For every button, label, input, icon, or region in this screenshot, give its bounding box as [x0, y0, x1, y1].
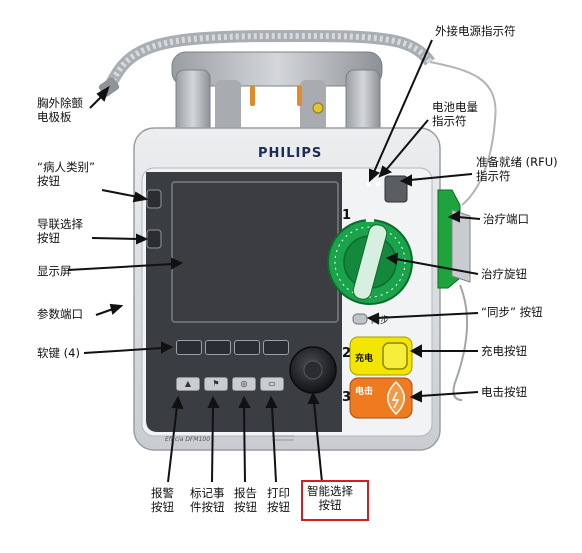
- label-report: 报告按钮: [234, 486, 257, 514]
- vent-lines: [272, 435, 294, 441]
- softkey-2[interactable]: [205, 340, 231, 355]
- sync-button[interactable]: [352, 313, 368, 325]
- report-icon: ◎: [240, 379, 248, 388]
- sync-label: 同步: [371, 316, 390, 326]
- label-battery: 电池电量指示符: [432, 100, 478, 128]
- label-display: 显示屏: [37, 264, 72, 278]
- ext-power-indicator: [367, 182, 371, 186]
- shock-label: 电击: [355, 387, 374, 397]
- step-2-number: 2: [342, 346, 352, 361]
- therapy-port: [437, 189, 471, 401]
- alarm-button[interactable]: ▲: [176, 377, 200, 391]
- label-event-mark: 标记事件按钮: [190, 486, 225, 514]
- charge-label: 充电: [355, 354, 374, 364]
- step-1-number: 1: [342, 208, 352, 223]
- alarm-icon: ▲: [184, 379, 192, 388]
- softkey-4[interactable]: [263, 340, 289, 355]
- label-shock-button: 电击按钮: [481, 385, 527, 399]
- model-name: Efficia DFM100: [165, 436, 211, 443]
- print-icon: ▭: [268, 379, 276, 388]
- softkey-1[interactable]: [176, 340, 202, 355]
- battery-indicator: [376, 182, 380, 186]
- label-smart-select: 智能选择按钮: [307, 484, 353, 512]
- display-screen: [171, 181, 339, 323]
- label-therapy-port: 治疗端口: [483, 212, 529, 226]
- cable-wire: [429, 61, 497, 206]
- callout-arrows: [67, 39, 481, 483]
- label-therapy-dial: 治疗旋钮: [481, 267, 527, 281]
- paddle-cable-coil: [104, 30, 435, 89]
- label-param-port: 参数端口: [37, 307, 83, 321]
- label-charge-button: 充电按钮: [481, 344, 527, 358]
- patient-category-button[interactable]: [146, 189, 162, 209]
- label-sync-button: “同步” 按钮: [481, 305, 543, 319]
- label-rfu: 准备就绪 (RFU)指示符: [476, 155, 558, 183]
- brand-logo-text: PHILIPS: [258, 146, 323, 161]
- label-alarm: 报警按钮: [151, 486, 174, 514]
- step-3-number: 3: [342, 390, 352, 405]
- rfu-indicator: [384, 175, 408, 203]
- highlight-box: [301, 480, 369, 521]
- label-paddles: 胸外除颤电极板: [37, 96, 83, 124]
- label-ext-power: 外接电源指示符: [435, 24, 516, 38]
- label-softkeys: 软键 (4): [37, 346, 80, 360]
- carry-handle: [171, 51, 383, 141]
- label-lead-select: 导联选择按钮: [37, 217, 83, 245]
- report-button[interactable]: ◎: [232, 377, 256, 391]
- event-mark-button[interactable]: ⚑: [204, 377, 228, 391]
- print-button[interactable]: ▭: [260, 377, 284, 391]
- label-patient-category: “病人类别”按钮: [37, 160, 95, 188]
- lead-select-button[interactable]: [146, 229, 162, 249]
- label-print: 打印按钮: [267, 486, 290, 514]
- flag-icon: ⚑: [212, 379, 220, 388]
- softkey-3[interactable]: [234, 340, 260, 355]
